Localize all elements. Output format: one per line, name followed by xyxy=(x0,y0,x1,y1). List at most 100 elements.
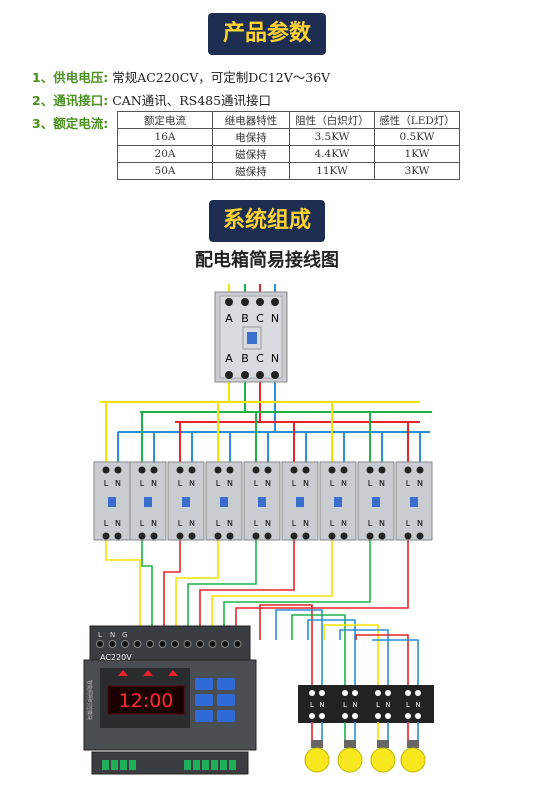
spec-comm-key: 2、通讯接口: xyxy=(32,93,109,108)
controller-button[interactable] xyxy=(195,710,213,722)
controller-display: 12:00 xyxy=(119,690,174,712)
breaker-toggle xyxy=(182,497,190,507)
lamp-terminal-label: L xyxy=(376,701,380,709)
breaker-label: L xyxy=(216,479,221,488)
main-breaker: A B C N A B C N xyxy=(214,291,288,383)
lamp-bulb-icon xyxy=(370,747,396,773)
lamp-terminal-label: N xyxy=(352,701,357,709)
breaker-toggle xyxy=(372,497,380,507)
main-breaker-bottom-label: C xyxy=(256,352,264,365)
terminal-screw xyxy=(375,690,381,696)
breaker-label: L xyxy=(406,479,411,488)
terminal-screw xyxy=(366,532,374,540)
terminal-screw xyxy=(150,532,158,540)
terminal-screw xyxy=(378,466,386,474)
breaker-label: N xyxy=(379,519,385,528)
spec-voltage: 1、供电电压: 常规AC220CV，可定制DC12V～36V xyxy=(32,67,330,86)
breaker-label: N xyxy=(303,519,309,528)
breaker-label: L xyxy=(292,519,297,528)
breaker-label: L xyxy=(330,479,335,488)
terminal-screw xyxy=(309,690,315,696)
terminal-screw xyxy=(252,466,260,474)
terminal-screw xyxy=(405,690,411,696)
breaker-toggle xyxy=(410,497,418,507)
terminal-screw xyxy=(264,532,272,540)
terminal-screw xyxy=(352,690,358,696)
table-row: 50A 磁保持 11KW 3KW xyxy=(117,162,460,180)
terminal-screw xyxy=(271,298,279,306)
terminal-screw xyxy=(121,640,129,648)
terminal-screw xyxy=(290,532,298,540)
terminal-screw xyxy=(114,466,122,474)
table-header: 额定电流 xyxy=(117,111,213,129)
terminal-screw xyxy=(342,713,348,719)
terminal-screw xyxy=(252,532,260,540)
table-row: 16A 电保持 3.5KW 0.5KW xyxy=(117,128,460,146)
lamp-terminal-label: N xyxy=(385,701,390,709)
breaker-label: L xyxy=(368,479,373,488)
table-header-row: 额定电流 继电器特性 阻性（白炽灯） 感性（LED灯） xyxy=(117,111,460,129)
lamps xyxy=(304,722,426,773)
table-cell: 3.5KW xyxy=(289,128,375,146)
breaker-label: N xyxy=(303,479,309,488)
controller-terminal-label: G xyxy=(122,631,127,639)
terminal-screw xyxy=(404,466,412,474)
table-cell: 50A xyxy=(117,162,213,180)
breaker-toggle xyxy=(220,497,228,507)
table-header: 感性（LED灯） xyxy=(374,111,460,129)
table-header: 继电器特性 xyxy=(212,111,290,129)
terminal-screw xyxy=(196,640,204,648)
terminal-screw xyxy=(340,532,348,540)
main-breaker-bottom-label: A xyxy=(225,352,233,365)
controller-button[interactable] xyxy=(217,710,235,722)
terminal-screw xyxy=(366,466,374,474)
green-terminal xyxy=(229,760,236,770)
controller-button[interactable] xyxy=(195,678,213,690)
main-breaker-top-label: B xyxy=(241,312,249,325)
lamp-terminal-label: L xyxy=(343,701,347,709)
table-cell: 11KW xyxy=(289,162,375,180)
breaker-label: N xyxy=(115,519,121,528)
green-terminal xyxy=(220,760,227,770)
terminal-screw xyxy=(264,466,272,474)
wire xyxy=(291,614,346,690)
table-cell: 3KW xyxy=(374,162,460,180)
breaker-label: N xyxy=(417,479,423,488)
table-cell: 16A xyxy=(117,128,213,146)
terminal-screw xyxy=(405,713,411,719)
terminal-screw xyxy=(416,466,424,474)
controller-button[interactable] xyxy=(217,694,235,706)
terminal-screw xyxy=(188,466,196,474)
controller-button[interactable] xyxy=(217,678,235,690)
terminal-screw xyxy=(114,532,122,540)
terminal-screw xyxy=(309,713,315,719)
controller-buttons[interactable] xyxy=(195,678,235,722)
green-terminal xyxy=(129,760,136,770)
terminal-screw xyxy=(176,532,184,540)
terminal-screw xyxy=(271,371,279,379)
terminal-screw xyxy=(302,532,310,540)
controller-button[interactable] xyxy=(195,694,213,706)
wire xyxy=(163,540,181,630)
table-cell: 4.4KW xyxy=(289,145,375,163)
controller-terminal-label: L xyxy=(98,631,102,639)
breaker-label: N xyxy=(151,479,157,488)
terminal-screw xyxy=(138,466,146,474)
breaker-label: N xyxy=(379,479,385,488)
terminal-screw xyxy=(183,640,192,648)
breaker-label: L xyxy=(254,479,259,488)
spec-comm: 2、通讯接口: CAN通讯、RS485通讯接口 xyxy=(32,90,271,109)
terminal-screw xyxy=(328,466,336,474)
breaker-toggle xyxy=(144,497,152,507)
terminal-screw xyxy=(225,371,233,379)
product-params-header: 产品参数 xyxy=(208,13,326,55)
spec-voltage-key: 1、供电电压: xyxy=(32,70,109,85)
spec-current-key: 3、额定电流: xyxy=(32,116,109,131)
terminal-screw xyxy=(416,532,424,540)
terminal-screw xyxy=(319,713,325,719)
wire xyxy=(339,629,389,690)
breaker-label: N xyxy=(115,479,121,488)
